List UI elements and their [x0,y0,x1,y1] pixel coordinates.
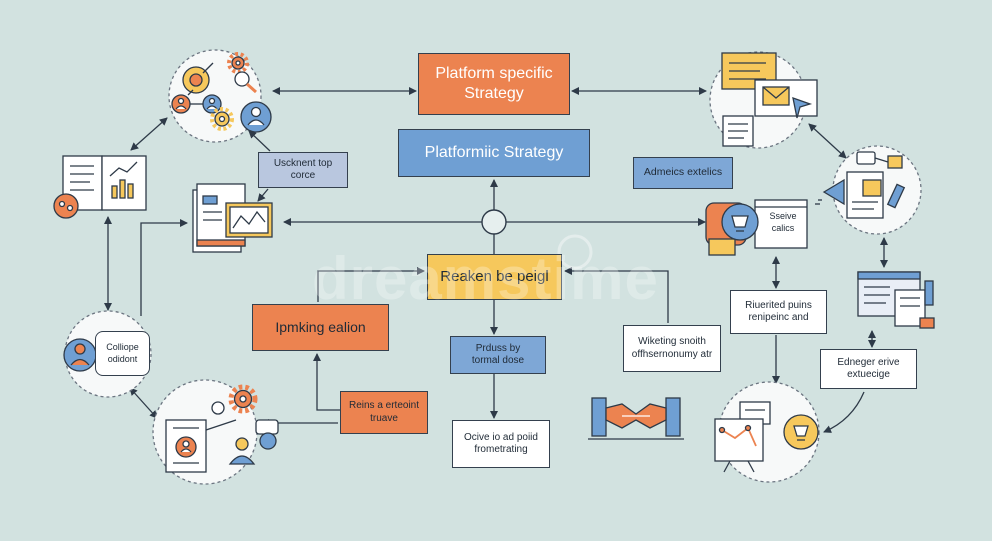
connector-reins-to-ipmking [313,353,340,411]
document-icon [722,115,754,147]
box-line: frometrating [474,444,528,455]
junction-node [481,209,507,235]
box-line: Riuerited puins [745,299,812,311]
ipmking-box: Ipmking ealion [252,304,389,351]
platform-specific-strategy-box: Platform specific Strategy [418,53,570,115]
connectors [104,87,888,433]
pill-line: Colliope [106,341,139,352]
box-line: Admeics extelics [643,166,723,179]
connector-topright-to-right [808,123,847,159]
bottom-right-icon-cluster [714,381,820,483]
edneger-box: Edneger erive extuecige [820,349,917,389]
cup-icon [721,203,759,241]
connector-edneger-to-cluster [823,391,865,433]
box-line: Strategy [464,85,524,102]
pen-icon [886,183,906,209]
document-stack-icon [192,183,273,253]
connector-uscknent-down [257,188,269,202]
bar-chart-icon [109,161,138,199]
colliope-pill: Colliope odidont [95,331,150,376]
lightbulb-icon [783,414,819,450]
box-line: truave [370,412,398,424]
person-icon [63,338,97,372]
whiteboard-icon [714,418,764,473]
handshake-icon [588,397,684,440]
connector-cluster-to-book [130,117,168,151]
riuerited-box: Riuerited puins renipeinc and [730,290,827,334]
small-gear-icon [211,401,225,415]
box-line: Prduss by [475,342,521,354]
box-line: Reaken be peigl [440,267,549,285]
admeics-box: Admeics extelics [633,157,733,189]
target-icon [182,62,214,94]
monitor-icon [754,199,808,249]
chat-icon [856,151,903,169]
box-line: Reins a erteoint [348,400,420,411]
uscknent-box: Uscknent top corce [258,152,348,188]
top-right-icon-cluster [709,51,818,149]
box-line: Platform specific [435,65,553,82]
browser-document-icon [857,271,935,329]
screen-icon-group [705,199,808,256]
box-line: Ipmking ealion [275,318,366,335]
platform-strategy-box: Platformiic Strategy [398,129,590,177]
right-icon-cluster [815,145,922,235]
user-icon [240,101,272,133]
megaphone-icon [815,178,845,206]
top-left-icon-cluster [168,49,272,143]
connector-pill-to-bottom-cluster [129,387,158,419]
magnifier-icon [234,71,257,94]
document-icon [846,171,884,219]
pill-line: odidont [107,353,138,364]
box-line: corce [290,170,316,181]
person-icon [228,437,256,465]
box-line: extuecige [847,369,890,380]
connector-pill-to-chartdoc [140,219,188,316]
ocive-box: Ocive io ad poiid frometrating [452,420,550,468]
envelope-icon [754,79,818,117]
wiketing-box: Wiketing snoith offhsernonumy atr [623,325,721,372]
connector-uscknent-up [248,130,271,152]
gear-icon [227,52,249,74]
box-line: Wiketing snoith [638,336,706,347]
line-chart-icon [225,202,273,238]
screen-label-line: calics [771,222,795,233]
screen-label: Sseive calics [762,211,804,234]
gear-icon [210,107,234,131]
box-line: renipeinc and [748,312,809,323]
watermark-logo [557,234,593,270]
box-line: offhsernonumy atr [631,348,713,360]
connector-ipmking-to-yellow [317,267,425,302]
bottom-left-icon-cluster [152,379,279,485]
reaken-box: Reaken be peigl [427,254,562,300]
box-line: Platformiic Strategy [424,144,564,161]
screen-label-line: Sseive [769,211,797,221]
prduss-box: Prduss by tormal dose [450,336,546,374]
connector-wiketing-to-yellow [564,267,669,323]
coin-icon [53,193,79,219]
open-book-icon [62,155,147,211]
chat-icon [255,419,279,450]
gear-icon [228,384,258,414]
box-line: Uscknent top [273,157,333,169]
box-line: Ocive io ad poiid [464,431,538,443]
profile-document-icon [165,419,207,473]
box-line: tormal dose [471,355,525,366]
reins-box: Reins a erteoint truave [340,391,428,434]
box-line: Edneger erive [837,356,900,368]
cursor-icon [792,97,813,119]
